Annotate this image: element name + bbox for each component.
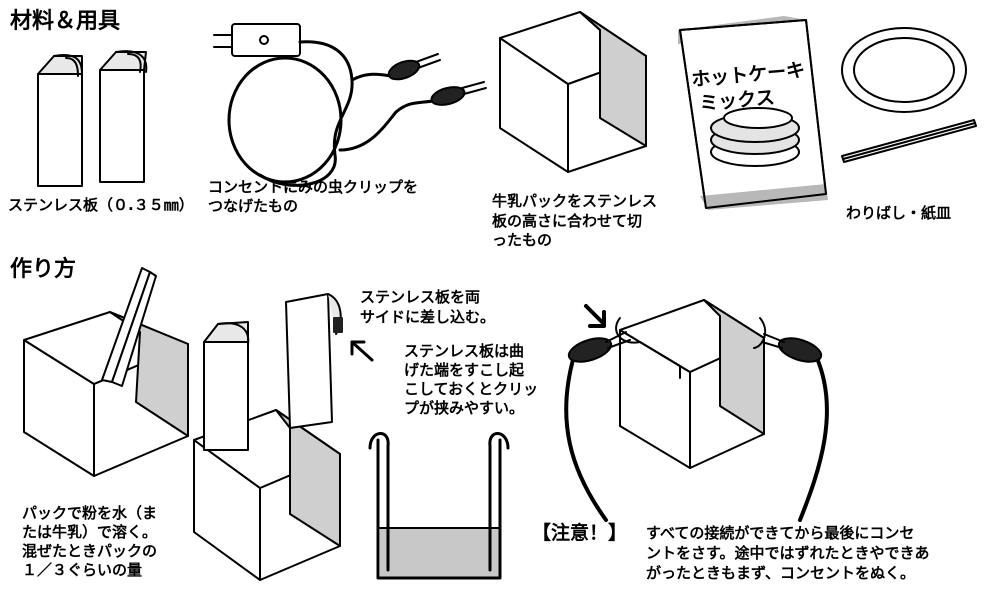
step-mix-carton-drawing <box>23 267 189 477</box>
cord-with-clips-drawing <box>213 23 487 187</box>
mix-note-line2: たは牛乳）で溶く。 <box>22 523 158 541</box>
milk-carton-label-line1: 牛乳パックをステンレス <box>492 192 658 210</box>
insert-note-line1: ステンレス板を両 <box>360 288 481 306</box>
insert-note-line2: サイドに差し込む。 <box>360 308 496 326</box>
chopsticks-drawing <box>841 119 977 163</box>
bend-note-line3: こしておくとクリッ <box>404 380 539 398</box>
bend-note-line2: げた端をすこし起 <box>404 361 525 379</box>
mix-note-line4: １／３ぐらいの量 <box>22 561 143 579</box>
cross-section-drawing <box>368 432 510 580</box>
mix-note-line3: 混ぜたときパックの <box>22 542 158 560</box>
caution-line3: がったときもまず、コンセントをぬく。 <box>646 564 915 582</box>
chopsticks-plate-label: わりばし・紙皿 <box>846 204 952 222</box>
bend-note-line1: ステンレス板は曲 <box>404 342 525 360</box>
bend-note-line4: プが挟みやすい。 <box>404 399 525 417</box>
pointer-arrow-clip <box>584 304 606 328</box>
paper-plate-drawing <box>841 27 967 113</box>
step-assembled-carton-drawing <box>564 299 829 522</box>
stainless-plate-right-drawing <box>99 50 148 183</box>
stainless-plate-label: ステンレス板（０.３５㎜） <box>8 196 194 214</box>
step-insert-plate-right-drawing <box>285 293 343 429</box>
caution-tag: 【注意！】 <box>532 522 628 544</box>
step-insert-plate-left-drawing <box>203 321 250 451</box>
stainless-plate-left-drawing <box>37 54 83 187</box>
pancake-mix-bag-drawing <box>678 16 828 210</box>
cord-label-line2: つなげたもの <box>208 197 299 215</box>
materials-heading: 材料＆用具 <box>10 9 121 34</box>
caution-line2: ントをさす。途中ではずれたときやできあ <box>646 544 930 562</box>
pointer-arrow-insert <box>350 340 374 362</box>
milk-carton-label-line3: ったもの <box>492 231 553 249</box>
steps-heading: 作り方 <box>10 257 77 282</box>
milk-carton-drawing <box>499 11 647 173</box>
mix-note-line1: パックで粉を水（ま <box>22 504 158 522</box>
milk-carton-label-line2: 板の高さに合わせて切 <box>492 212 643 230</box>
caution-line1: すべての接続ができてから最後にコンセ <box>646 524 915 542</box>
cord-label-line1: コンセントにみの虫クリップを <box>208 178 419 196</box>
